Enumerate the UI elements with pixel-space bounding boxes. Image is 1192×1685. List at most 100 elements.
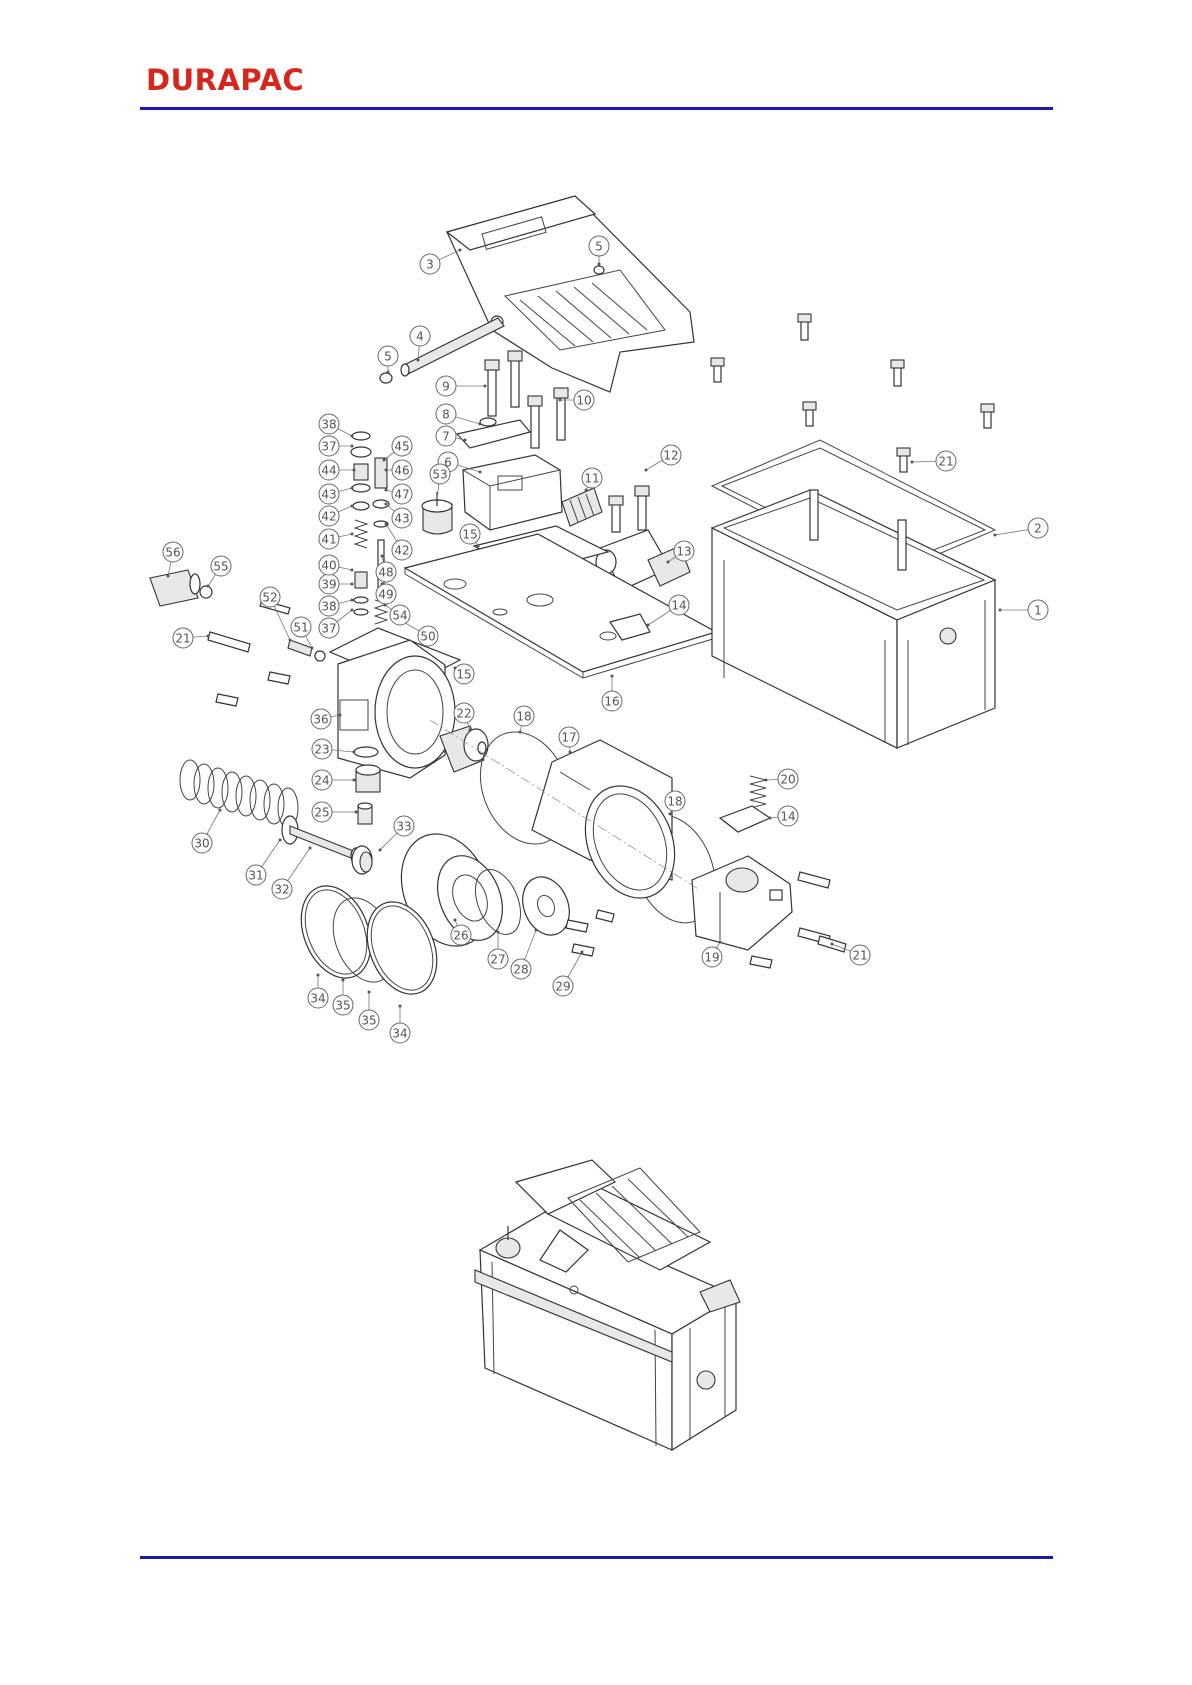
spring-20 (750, 776, 766, 808)
callout-label: 14 (671, 599, 686, 613)
callout-33: 33 (379, 816, 415, 852)
plunger (282, 816, 361, 864)
callout-leader-dot (353, 779, 356, 782)
callout-leader-dot (994, 534, 997, 537)
callout-label: 15 (456, 668, 471, 682)
callout-label: 18 (516, 710, 531, 724)
callout-label: 55 (213, 560, 228, 574)
callout-42a: 42 (319, 505, 354, 527)
callout-label: 21 (175, 632, 190, 646)
callout-label: 13 (676, 545, 691, 559)
callout-30: 30 (192, 809, 222, 854)
callout-leader-dot (351, 569, 354, 572)
callout-leader-dot (351, 583, 354, 586)
reservoir (712, 490, 995, 748)
callout-53: 53 (430, 464, 450, 502)
callout-25: 25 (312, 802, 358, 822)
callout-label: 56 (165, 546, 180, 560)
callout-label: 39 (321, 578, 336, 592)
washer (480, 418, 496, 426)
callout-leader-dot (585, 489, 588, 492)
return-spring (180, 760, 298, 828)
callout-label: 51 (293, 621, 308, 635)
callout-label: 9 (442, 380, 450, 394)
callout-leader-dot (353, 751, 356, 754)
callout-leader-dot (535, 929, 538, 932)
callout-28: 28 (511, 929, 538, 980)
callout-45: 45 (383, 436, 413, 462)
callout-16: 16 (602, 675, 622, 712)
callout-leader-dot (469, 729, 472, 732)
callout-leader-dot (342, 979, 345, 982)
callout-9: 9 (436, 376, 487, 396)
callout-label: 43 (321, 488, 336, 502)
callout-leader-dot (769, 817, 772, 820)
callout-label: 15 (462, 528, 477, 542)
callout-label: 5 (384, 350, 392, 364)
callout-leader-dot (351, 533, 354, 536)
callout-3: 3 (420, 249, 462, 275)
callout-label: 18 (667, 795, 682, 809)
callout-54: 54 (384, 604, 411, 626)
callout-12: 12 (645, 445, 682, 472)
callout-label: 32 (274, 883, 289, 897)
piston-cap (352, 846, 372, 874)
callout-label: 49 (378, 588, 393, 602)
callout-label: 5 (595, 240, 603, 254)
callout-leader-dot (464, 439, 467, 442)
callout-leader-dot (719, 941, 722, 944)
callout-34b: 34 (390, 1005, 410, 1044)
callout-leader-dot (645, 469, 648, 472)
assembled-pump-view (475, 1160, 740, 1450)
callout-leader-dot (351, 445, 354, 448)
callout-15a: 15 (460, 524, 480, 548)
callout-38a: 38 (319, 414, 354, 438)
callout-leader-dot (598, 263, 601, 266)
callout-leader-dot (289, 639, 292, 642)
plug (150, 570, 212, 606)
callout-leader-dot (207, 635, 210, 638)
callout-leader-dot (831, 943, 834, 946)
callout-leader-dot (207, 585, 210, 588)
callout-39: 39 (319, 574, 354, 594)
callout-5a: 5 (378, 346, 398, 374)
callout-leader-dot (667, 561, 670, 564)
callout-8: 8 (436, 404, 482, 426)
callout-29: 29 (553, 951, 584, 997)
callout-label: 16 (604, 695, 619, 709)
callout-leader-dot (385, 523, 388, 526)
callout-14b: 14 (769, 806, 799, 826)
callout-21c: 21 (831, 943, 871, 966)
callout-47: 47 (385, 484, 413, 504)
callout-leader-dot (387, 371, 390, 374)
callout-leader-dot (353, 469, 356, 472)
callout-21a: 21 (911, 451, 957, 471)
callout-leader-dot (339, 714, 342, 717)
callout-leader-dot (351, 599, 354, 602)
callout-leader-dot (379, 849, 382, 852)
callout-leader-dot (317, 974, 320, 977)
callout-label: 50 (420, 630, 435, 644)
end-cap (692, 856, 792, 950)
callout-46: 46 (385, 460, 413, 480)
callout-leader-dot (611, 675, 614, 678)
callout-1: 1 (999, 600, 1049, 620)
callout-32: 32 (272, 847, 312, 900)
callout-leader-dot (417, 359, 420, 362)
callout-leader-dot (385, 503, 388, 506)
foot-pedal (447, 196, 694, 392)
callout-15b: 15 (454, 664, 475, 684)
circlip-left (380, 373, 392, 383)
callout-leader-dot (351, 487, 354, 490)
callout-leader-dot (351, 609, 354, 612)
callout-leader-dot (311, 647, 314, 650)
callout-label: 1 (1034, 604, 1042, 618)
callout-label: 48 (378, 566, 393, 580)
callout-43a: 43 (319, 484, 354, 504)
callout-leader-dot (484, 385, 487, 388)
callout-leader-dot (497, 931, 500, 934)
flange (514, 870, 614, 956)
valve-block (463, 455, 562, 530)
callout-leader-dot (383, 459, 386, 462)
